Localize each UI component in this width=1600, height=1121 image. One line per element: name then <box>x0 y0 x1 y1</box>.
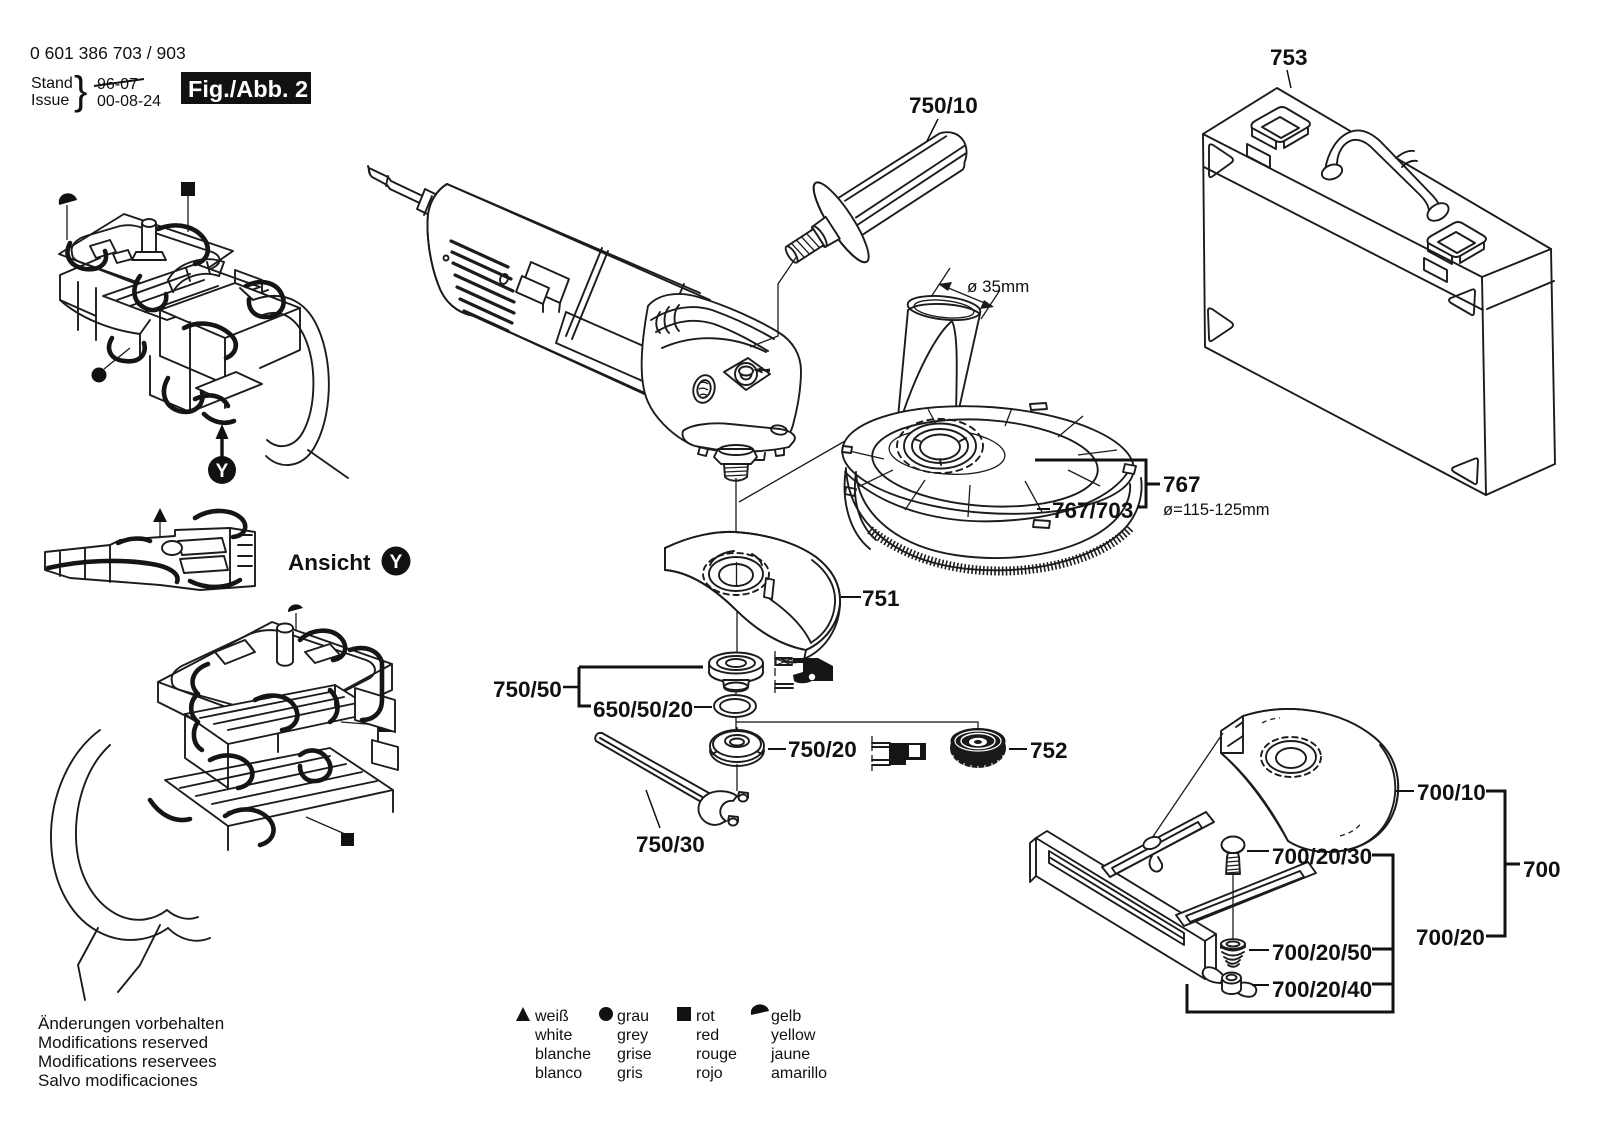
svg-text:Y: Y <box>390 552 403 573</box>
svg-text:grey: grey <box>617 1027 648 1044</box>
svg-text:700/20: 700/20 <box>1416 925 1485 950</box>
svg-text:96-07: 96-07 <box>97 76 138 93</box>
svg-text:Issue: Issue <box>31 92 69 109</box>
svg-text:}: } <box>74 69 87 113</box>
svg-text:700/20/30: 700/20/30 <box>1272 844 1372 869</box>
svg-text:750/30: 750/30 <box>636 832 705 857</box>
svg-text:grise: grise <box>617 1046 652 1063</box>
svg-text:rojo: rojo <box>696 1065 723 1082</box>
svg-text:650/50/20: 650/50/20 <box>593 697 693 722</box>
svg-text:0 601 386 703 / 903: 0 601 386 703 / 903 <box>30 43 186 63</box>
svg-text:Y: Y <box>216 461 229 482</box>
svg-text:white: white <box>534 1027 572 1044</box>
svg-text:gris: gris <box>617 1065 643 1082</box>
svg-text:Modifications reserved: Modifications reserved <box>38 1033 208 1052</box>
svg-text:767/703: 767/703 <box>1052 498 1133 523</box>
svg-text:700/20/50: 700/20/50 <box>1272 940 1372 965</box>
svg-text:Ansicht: Ansicht <box>288 550 371 575</box>
svg-text:Modifications reservees: Modifications reservees <box>38 1052 217 1071</box>
svg-text:700: 700 <box>1523 857 1561 882</box>
svg-text:red: red <box>696 1027 719 1044</box>
svg-text:700/10: 700/10 <box>1417 780 1486 805</box>
svg-text:767: 767 <box>1163 472 1201 497</box>
svg-text:gelb: gelb <box>771 1008 801 1025</box>
svg-text:750/50: 750/50 <box>493 677 562 702</box>
svg-text:Stand: Stand <box>31 75 73 92</box>
svg-text:753: 753 <box>1270 45 1308 70</box>
svg-text:700/20/40: 700/20/40 <box>1272 977 1372 1002</box>
svg-text:jaune: jaune <box>770 1046 810 1063</box>
svg-text:amarillo: amarillo <box>771 1065 827 1082</box>
svg-text:ø 35mm: ø 35mm <box>967 277 1029 296</box>
svg-text:752: 752 <box>1030 738 1068 763</box>
svg-text:750/20: 750/20 <box>788 737 857 762</box>
svg-text:ø=115-125mm: ø=115-125mm <box>1163 501 1270 519</box>
svg-text:weiß: weiß <box>534 1008 569 1025</box>
svg-text:Salvo modificaciones: Salvo modificaciones <box>38 1071 198 1090</box>
svg-text:Änderungen vorbehalten: Änderungen vorbehalten <box>38 1014 224 1033</box>
svg-text:00-08-24: 00-08-24 <box>97 93 161 110</box>
svg-text:blanco: blanco <box>535 1065 582 1082</box>
svg-text:Fig./Abb. 2: Fig./Abb. 2 <box>188 76 308 102</box>
svg-text:blanche: blanche <box>535 1046 591 1063</box>
svg-text:rot: rot <box>696 1008 715 1025</box>
svg-text:grau: grau <box>617 1008 649 1025</box>
svg-text:751: 751 <box>862 586 900 611</box>
svg-text:yellow: yellow <box>771 1027 816 1044</box>
svg-text:750/10: 750/10 <box>909 93 978 118</box>
svg-text:rouge: rouge <box>696 1046 737 1063</box>
